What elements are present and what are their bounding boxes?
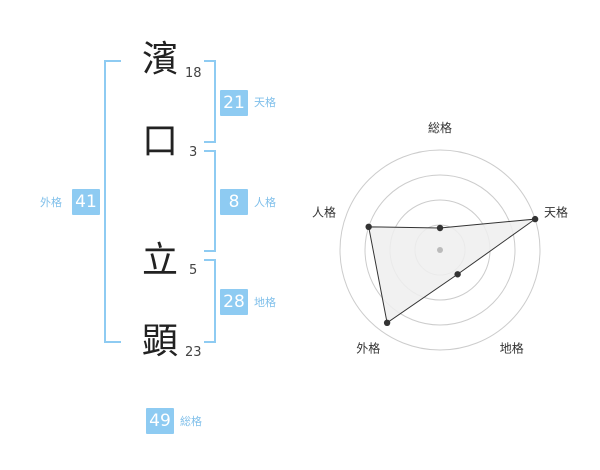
jinkaku-label: 人格 <box>254 196 276 209</box>
chikaku-label: 地格 <box>254 296 276 309</box>
stroke-count-2: 3 <box>189 145 198 160</box>
gaikaku-bracket <box>104 60 121 343</box>
gaikaku-value: 41 <box>72 189 100 215</box>
data-point-1 <box>436 224 444 232</box>
grid-ring <box>339 149 541 351</box>
tenkaku-value: 21 <box>220 90 248 116</box>
data-point-5 <box>365 223 372 231</box>
chikaku-value: 28 <box>220 289 248 315</box>
chikaku-bracket <box>204 259 216 343</box>
stroke-count-4: 23 <box>185 345 202 360</box>
data-point-2 <box>531 215 539 223</box>
axis-label-1: 総格 <box>428 120 452 135</box>
name-char-2: 口 <box>141 121 178 162</box>
jinkaku-value: 8 <box>220 189 248 215</box>
axis-label-3: 地格 <box>500 341 524 356</box>
tenkaku-bracket <box>204 60 216 143</box>
grid-ring <box>364 174 516 326</box>
soukaku-value: 49 <box>146 408 174 434</box>
name-char-1: 濱 <box>141 39 178 80</box>
axis-label-2: 天格 <box>544 204 568 219</box>
data-polygon <box>368 218 537 324</box>
gaikaku-label: 外格 <box>40 196 62 209</box>
data-point-3 <box>454 271 461 278</box>
center-dot <box>437 247 443 253</box>
data-point-4 <box>383 319 391 327</box>
jinkaku-bracket <box>204 150 216 252</box>
stroke-count-3: 5 <box>189 263 198 278</box>
name-char-4: 顕 <box>141 321 178 362</box>
axis-label-5: 人格 <box>312 204 336 219</box>
axis-label-4: 外格 <box>356 341 380 356</box>
soukaku-label: 総格 <box>180 415 202 428</box>
stroke-count-1: 18 <box>185 66 202 81</box>
name-char-3: 立 <box>141 240 178 281</box>
tenkaku-label: 天格 <box>254 96 276 109</box>
